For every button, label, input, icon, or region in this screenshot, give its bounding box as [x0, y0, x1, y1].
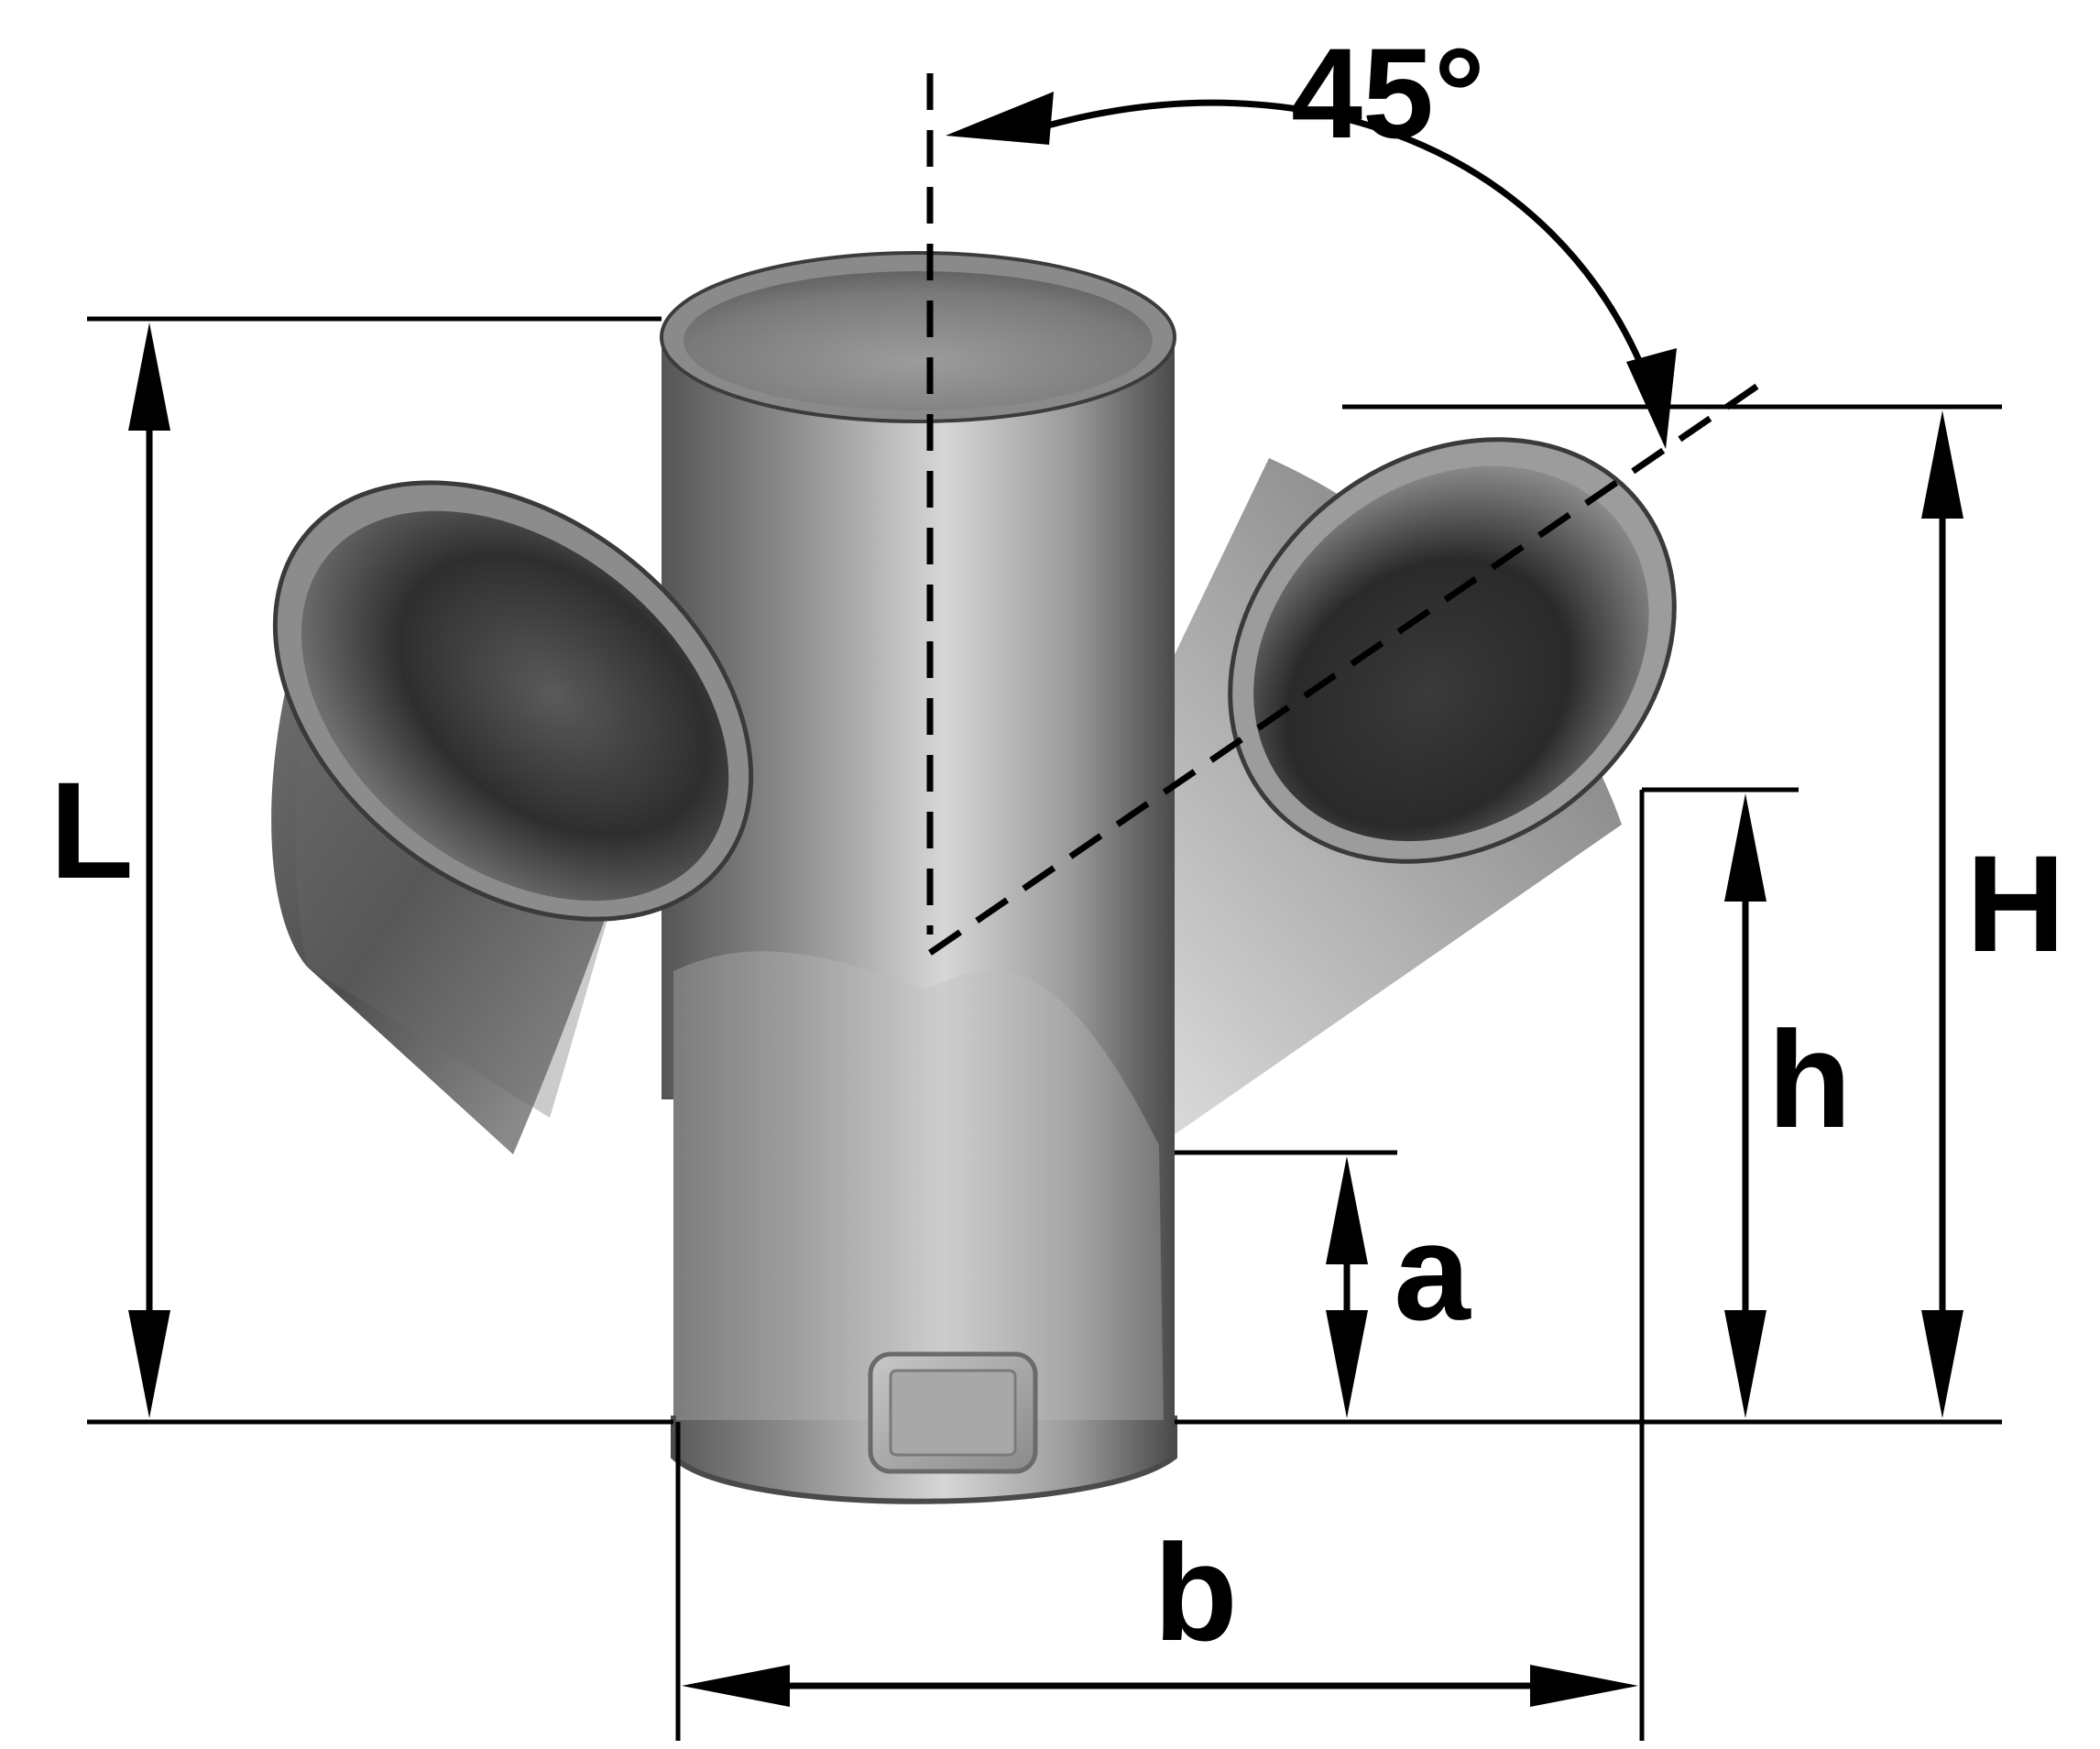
dimension-H-label: H	[1966, 826, 2065, 980]
main-vertical-pipe	[662, 334, 1175, 1502]
dimension-b: b	[675, 790, 1645, 1741]
angle-arc	[1044, 99, 1653, 387]
pipe-fitting-body	[271, 251, 1677, 1504]
dimension-a: a	[1175, 1150, 1471, 1418]
dimension-b-label: b	[1154, 1515, 1238, 1669]
dimension-H: H	[1175, 404, 2080, 1425]
dimension-L: L	[49, 316, 673, 1425]
angle-arrowhead-right	[1626, 348, 1677, 449]
dimension-h: h	[1642, 787, 1852, 1418]
label-plate	[868, 1351, 1038, 1474]
dimension-L-label: L	[49, 753, 134, 907]
angle-dimension: 45°	[946, 21, 1677, 449]
angle-label: 45°	[1291, 21, 1485, 165]
dimension-h-label: h	[1767, 1002, 1852, 1156]
dimension-a-label: a	[1394, 1195, 1471, 1349]
center-lines	[926, 73, 1761, 956]
angle-arrowhead-left	[946, 92, 1054, 145]
